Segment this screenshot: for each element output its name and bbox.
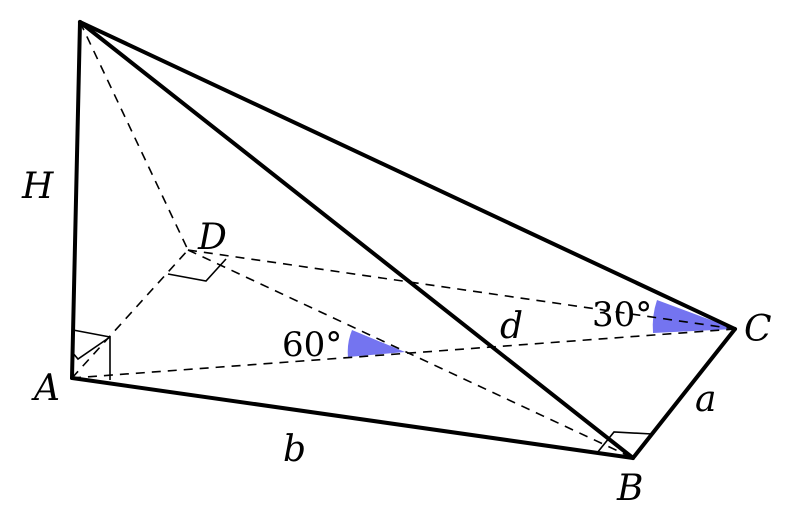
right-angle-b [596,431,653,454]
edge-top-d [79,21,189,251]
edge-label-bd: d [500,306,523,347]
angle-label-a: 60° [282,325,342,365]
angle-wedge-a [347,330,405,357]
edge-b-c [631,327,737,460]
edge-label-ab: b [283,429,306,470]
edge-top-c [78,20,737,331]
angle-wedge-c [652,300,735,333]
edge-a-c [71,328,736,379]
edge-label-height: H [21,166,54,207]
edge-a-d [71,249,189,379]
edge-a-b [70,376,635,460]
right-angle-d [167,258,227,282]
vertex-label-c: C [744,309,772,350]
edge-d-b [187,249,634,459]
edge-label-bc: a [695,379,716,420]
vertex-label-d: D [197,217,227,258]
edge-top-b [78,20,635,460]
edge-d-c [187,249,736,330]
vertex-label-a: A [31,368,60,409]
edge-top-a [70,20,82,380]
angle-label-c: 30° [592,295,652,335]
vertex-label-b: B [616,468,643,509]
right-angle-a-base [71,336,111,361]
right-angle-a-vertical [72,329,111,380]
